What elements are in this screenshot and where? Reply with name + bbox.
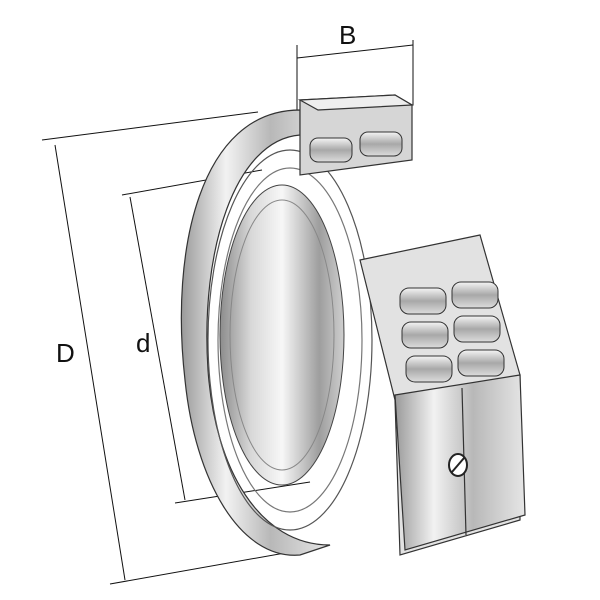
cutaway-rollers bbox=[399, 281, 505, 383]
outer-diameter-label-D: D bbox=[56, 338, 75, 368]
bore-diameter-label-d: d bbox=[136, 328, 151, 358]
lubrication-hole-icon bbox=[448, 453, 468, 477]
dimension-lines bbox=[41, 40, 414, 585]
cutaway-section bbox=[359, 234, 526, 556]
inner-ring bbox=[219, 184, 345, 486]
top-rollers bbox=[309, 131, 403, 163]
width-label-B: B bbox=[339, 20, 357, 50]
